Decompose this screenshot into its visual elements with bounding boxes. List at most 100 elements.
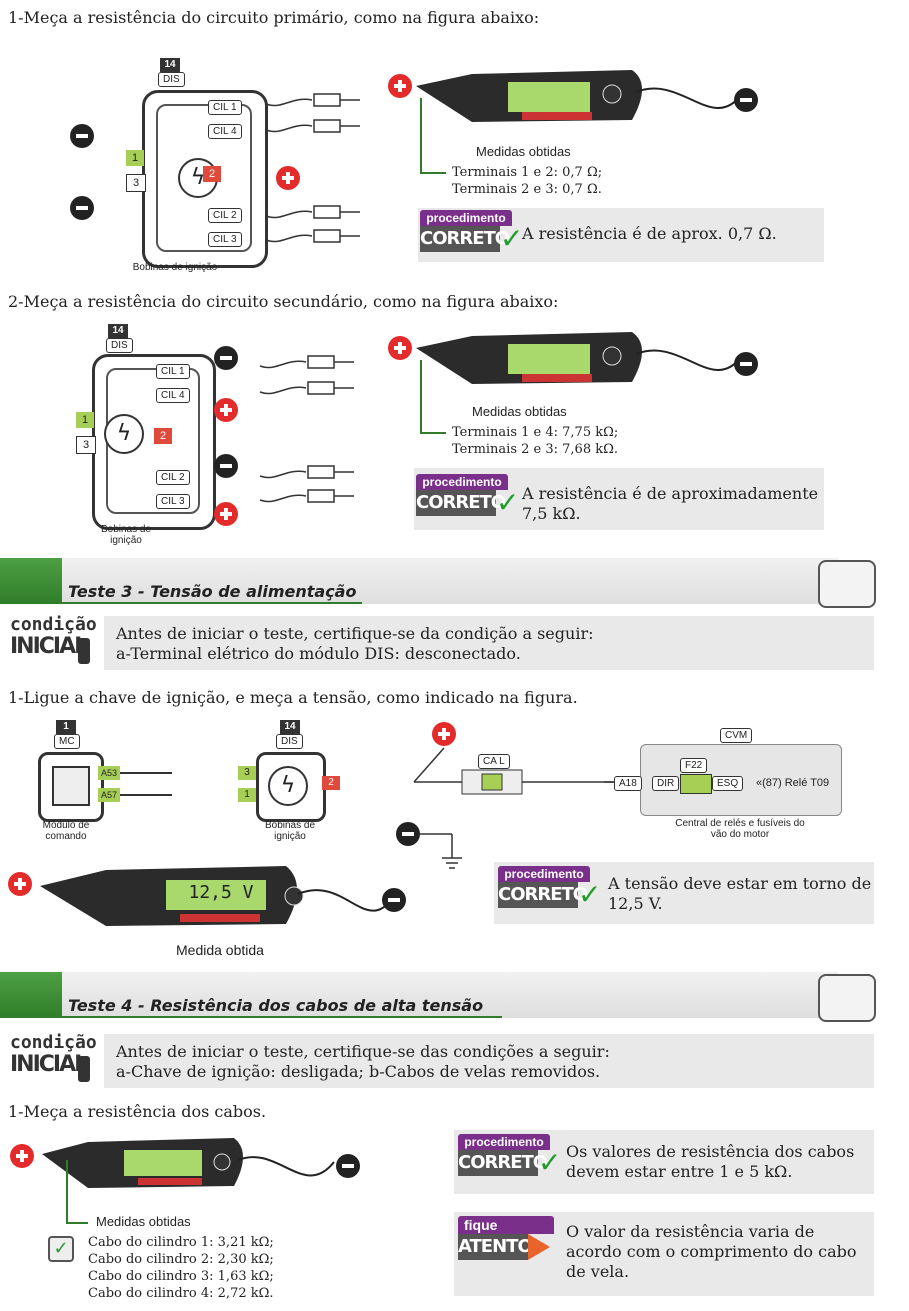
condition-badge-top: condição — [10, 614, 97, 635]
mc-tag: MC — [54, 734, 80, 749]
section-accent — [0, 972, 62, 1018]
plus-probe-icon — [214, 502, 238, 526]
mc-caption: Módulo de comando — [42, 820, 90, 842]
measure-line: Terminais 2 e 3: 0,7 Ω. — [452, 182, 602, 197]
check-icon: ✓ — [500, 222, 524, 255]
cil4-tag: CIL 4 — [156, 388, 190, 403]
lightning-icon: ϟ — [104, 414, 144, 454]
plus-probe-icon — [10, 1144, 34, 1168]
condition-line: a-Chave de ignição: desligada; b-Cabos d… — [116, 1062, 601, 1081]
pin-1: 1 — [238, 788, 256, 802]
f22-tag: F22 — [680, 758, 708, 773]
result-line: A tensão deve estar em torno de — [608, 874, 872, 893]
condition-box — [104, 1034, 874, 1088]
wire — [120, 772, 172, 774]
cil4-tag: CIL 4 — [208, 124, 242, 139]
multimeter-icon — [42, 1138, 335, 1188]
warning-badge-top: fique — [458, 1216, 554, 1234]
coil-diagram-primary: 14 DIS ϟ 1 3 2 CIL 1 CIL 4 CIL 2 CIL 3 B… — [60, 58, 370, 288]
cil1-tag: CIL 1 — [156, 364, 190, 379]
attention-badge: fique ATENTO — [458, 1216, 556, 1262]
fuse-icon — [680, 774, 712, 794]
plus-probe-icon — [214, 398, 238, 422]
pin-a57: A57 — [98, 788, 120, 802]
condition-badge-bottom: INICIAL — [10, 1052, 88, 1077]
dis-tag: DIS — [106, 338, 133, 353]
badge-bottom: CORRETO — [458, 1150, 548, 1176]
cil3-tag: CIL 3 — [208, 232, 242, 247]
measures-title: Medidas obtidas — [472, 404, 567, 419]
result-text: A resistência é de aproximadamente 7,5 k… — [522, 484, 818, 524]
check-icon: ✓ — [578, 878, 602, 911]
section-bar — [62, 558, 838, 604]
minus-probe-icon — [734, 352, 758, 376]
measure-line: Terminais 2 e 3: 7,68 kΩ. — [452, 442, 619, 457]
step-teste4: 1-Meça a resistência dos cabos. — [8, 1102, 267, 1121]
check-icon: ✓ — [496, 486, 520, 519]
plus-probe-icon — [388, 74, 412, 98]
minus-probe-icon — [336, 1154, 360, 1178]
chip-icon — [52, 766, 90, 806]
ground-icon — [420, 833, 462, 869]
warning-line: de vela. — [566, 1262, 630, 1281]
pin-2: 2 — [154, 428, 172, 444]
section-header-teste3: Teste 3 - Tensão de alimentação — [0, 558, 909, 608]
dis-number: 14 — [280, 720, 300, 734]
multimeter-icon — [416, 70, 743, 122]
minus-probe-icon — [70, 196, 94, 220]
measure-line: Terminais 1 e 4: 7,75 kΩ; — [452, 425, 619, 440]
dis-tag: DIS — [158, 72, 185, 87]
cvm-caption: Central de relés e fusíveis do vão do mo… — [675, 818, 805, 840]
result-line: 12,5 V. — [608, 894, 663, 913]
measure-caption: Medida obtida — [176, 942, 264, 958]
cvm-tag: CVM — [720, 728, 753, 743]
multimeter-icon — [40, 866, 397, 926]
coil-caption: Bobinas de ignição — [100, 524, 152, 546]
result-text: A resistência é de aprox. 0,7 Ω. — [522, 224, 777, 243]
pin-2: 2 — [322, 776, 340, 790]
section-header-teste4: Teste 4 - Resistência dos cabos de alta … — [0, 972, 909, 1022]
spark-plug-cables-icon — [265, 93, 360, 243]
minus-probe-icon — [396, 822, 420, 846]
minus-probe-icon — [70, 124, 94, 148]
dis-tag: DIS — [276, 734, 303, 749]
result-line: Os valores de resistência dos cabos — [566, 1142, 855, 1161]
warning-badge-bottom: ATENTO — [458, 1234, 533, 1260]
section-underline — [62, 1016, 502, 1018]
dir-tag: DIR — [652, 776, 680, 791]
dis-number: 14 — [160, 58, 180, 72]
plus-probe-icon — [432, 722, 456, 746]
cil2-tag: CIL 2 — [156, 470, 190, 485]
plus-probe-icon — [388, 336, 412, 360]
pin-1: 1 — [76, 412, 94, 428]
meter-leader-line — [420, 172, 446, 174]
badge-bottom: CORRETO — [416, 490, 506, 516]
wiring-diagram — [413, 747, 644, 795]
primary-measures: Terminais 1 e 2: 0,7 Ω; Terminais 2 e 3:… — [452, 164, 602, 198]
procedure-correct-badge: procedimento CORRETO ✓ — [420, 210, 523, 256]
condition-line: Antes de iniciar o teste, certifique-se … — [116, 624, 594, 643]
traffic-light-icon — [78, 638, 90, 664]
cil1-tag: CIL 1 — [208, 100, 242, 115]
pin-2: 2 — [203, 166, 221, 182]
meter-display: 12,5 V — [188, 882, 254, 903]
section-bar — [62, 972, 838, 1018]
condition-text: Antes de iniciar o teste, certifique-se … — [116, 1042, 610, 1082]
cil2-tag: CIL 2 — [208, 208, 242, 223]
step-secondary: 2-Meça a resistência do circuito secundá… — [8, 292, 559, 311]
badge-top: procedimento — [420, 210, 512, 226]
step-primary: 1-Meça a resistência do circuito primári… — [8, 8, 540, 27]
measure-line: Cabo do cilindro 4: 2,72 kΩ. — [88, 1286, 274, 1301]
condition-line: Antes de iniciar o teste, certifique-se … — [116, 1042, 610, 1061]
measure-line: Cabo do cilindro 3: 1,63 kΩ; — [88, 1269, 274, 1284]
initial-condition-teste4: condição INICIAL Antes de iniciar o test… — [0, 1032, 909, 1090]
wire — [120, 794, 172, 796]
meter-leader-line — [420, 98, 422, 174]
plus-probe-icon — [276, 166, 300, 190]
measures-title: Medidas obtidas — [476, 144, 571, 159]
meter-leader-line — [420, 432, 446, 434]
badge-top: procedimento — [498, 866, 590, 882]
result-text: A tensão deve estar em torno de 12,5 V. — [608, 874, 871, 914]
section-accent — [0, 558, 62, 604]
checkbox-icon: ✓ — [48, 1236, 74, 1262]
